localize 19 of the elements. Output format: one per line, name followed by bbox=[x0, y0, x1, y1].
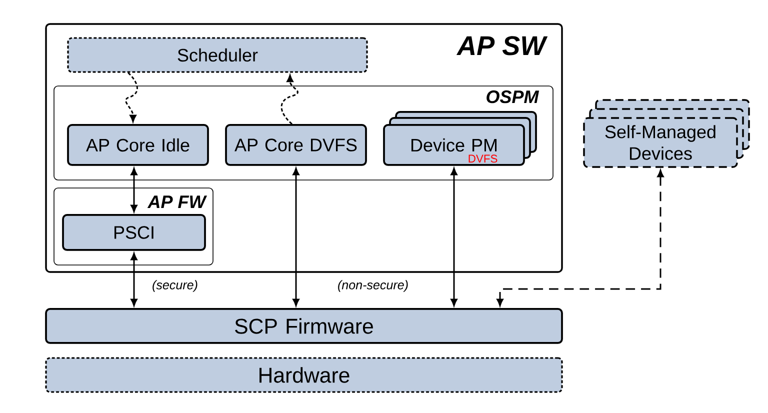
stacked-box: Self-Managed Devices bbox=[583, 99, 750, 168]
arrow bbox=[125, 72, 138, 122]
double-arrow bbox=[496, 170, 664, 306]
double-arrow bbox=[130, 252, 138, 306]
annotation-label: DVFS bbox=[468, 154, 498, 163]
channel-label: (non-secure) bbox=[338, 280, 408, 292]
layer-box: SCP Firmware bbox=[45, 308, 563, 344]
node-label: Self-Managed bbox=[605, 125, 716, 142]
process-box: AP Core DVFS bbox=[225, 124, 367, 166]
node-label: Devices bbox=[630, 146, 692, 160]
process-box: PSCI bbox=[62, 214, 206, 251]
double-arrow bbox=[450, 168, 458, 306]
arrow bbox=[280, 74, 298, 125]
process-box: Scheduler bbox=[67, 37, 368, 73]
double-arrow bbox=[292, 168, 300, 306]
double-arrow bbox=[130, 168, 138, 212]
process-box: AP Core Idle bbox=[67, 124, 209, 166]
channel-label: (secure) bbox=[152, 280, 198, 292]
layer-box: Hardware bbox=[45, 357, 563, 393]
